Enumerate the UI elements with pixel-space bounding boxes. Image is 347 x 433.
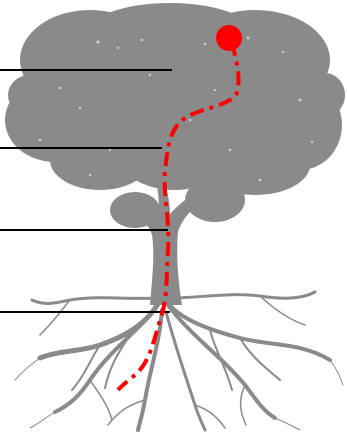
start-dot <box>216 25 242 51</box>
root <box>210 330 232 390</box>
crown <box>5 3 345 228</box>
root <box>40 300 160 358</box>
root <box>40 300 70 335</box>
root <box>30 412 55 428</box>
foliage-clump <box>110 192 160 228</box>
root <box>55 305 158 412</box>
root <box>15 358 40 380</box>
root <box>275 418 300 430</box>
root <box>32 298 155 304</box>
foliage-clump <box>8 75 52 115</box>
root <box>241 385 246 425</box>
root <box>90 380 112 420</box>
foliage-clump <box>115 110 235 190</box>
root <box>166 312 205 430</box>
root <box>330 360 343 385</box>
foliage-clump <box>305 73 345 117</box>
root <box>170 292 315 298</box>
root <box>260 296 305 325</box>
